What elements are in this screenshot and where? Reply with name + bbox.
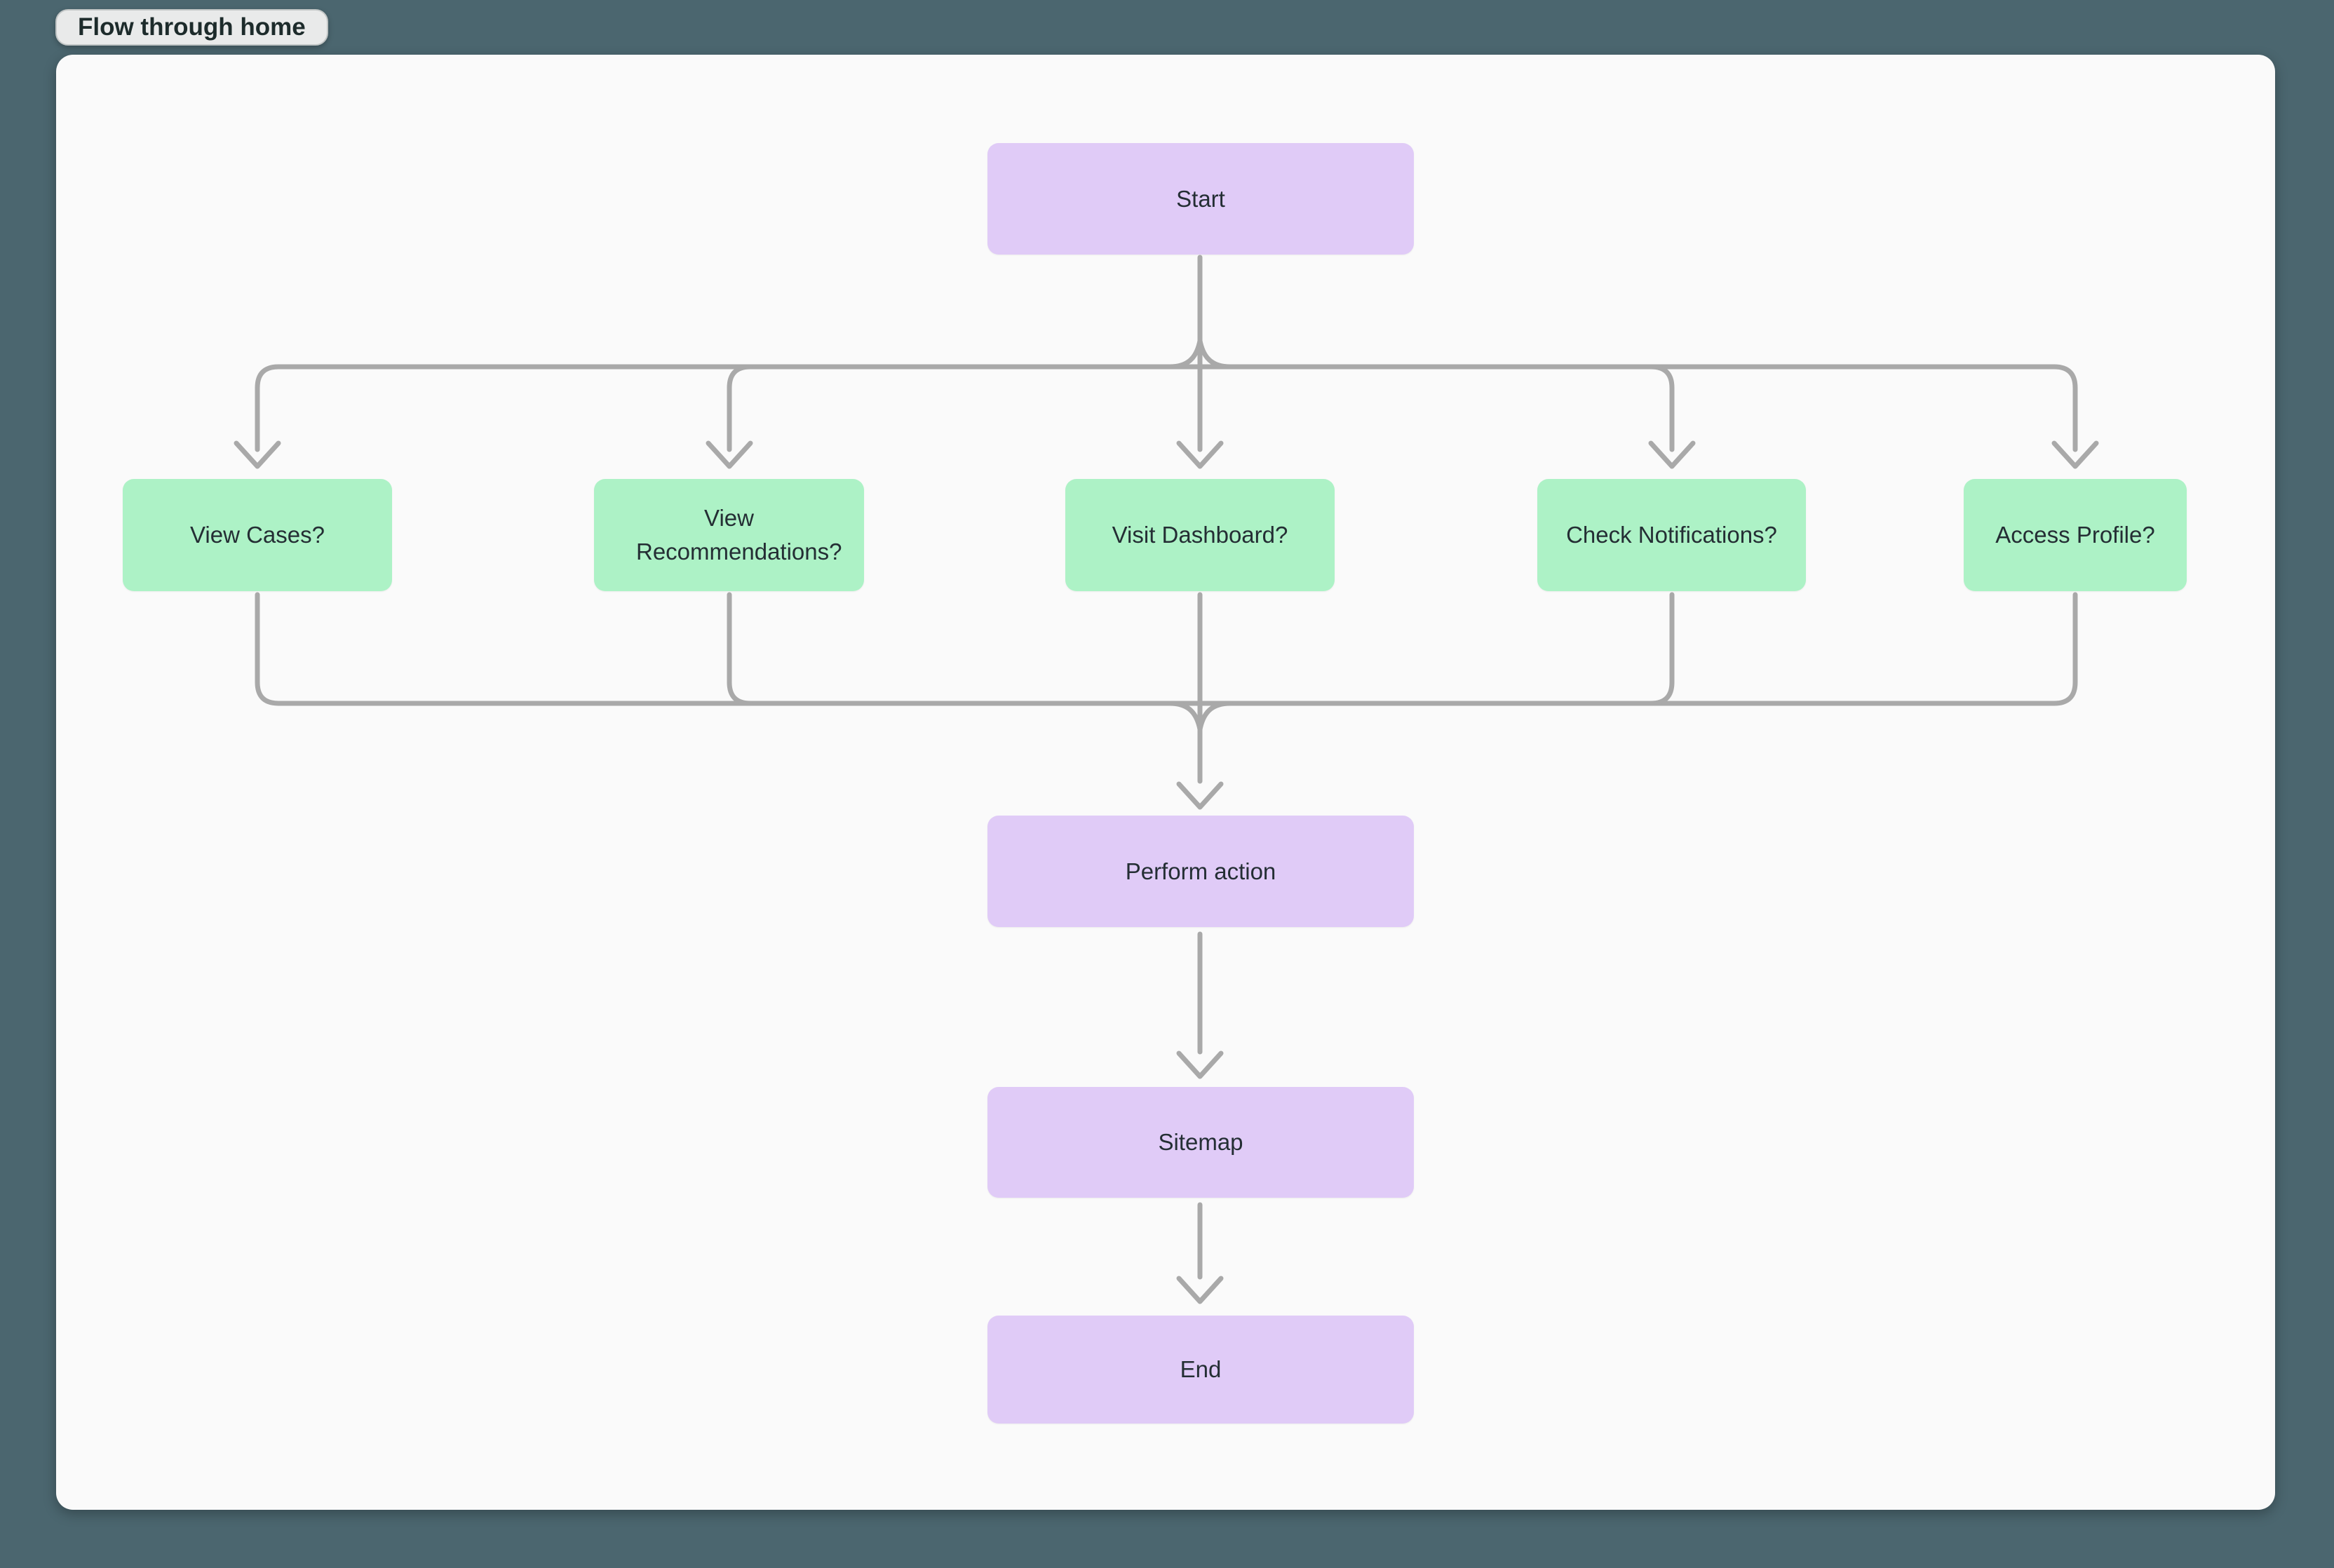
- node-view-recommendations-label: View Recommendations?: [636, 505, 842, 565]
- node-check-notifications: Check Notifications?: [1537, 479, 1806, 591]
- node-end-label: End: [1180, 1356, 1222, 1383]
- node-visit-dashboard-label: Visit Dashboard?: [1112, 522, 1288, 548]
- node-end: End: [987, 1316, 1414, 1424]
- node-perform-action-label: Perform action: [1125, 858, 1276, 884]
- node-check-notifications-label: Check Notifications?: [1566, 522, 1777, 548]
- node-access-profile: Access Profile?: [1964, 479, 2187, 591]
- node-view-cases-label: View Cases?: [190, 522, 325, 548]
- node-view-cases: View Cases?: [123, 479, 392, 591]
- node-access-profile-label: Access Profile?: [1995, 522, 2155, 548]
- node-perform-action: Perform action: [987, 816, 1414, 927]
- node-start-label: Start: [1176, 185, 1225, 212]
- node-sitemap-label: Sitemap: [1158, 1129, 1243, 1156]
- node-start: Start: [987, 143, 1414, 255]
- node-visit-dashboard: Visit Dashboard?: [1065, 479, 1335, 591]
- diagram-canvas: [56, 55, 2275, 1510]
- flow-title-button[interactable]: Flow through home: [55, 9, 328, 46]
- node-sitemap: Sitemap: [987, 1087, 1414, 1198]
- node-view-recommendations: View Recommendations?: [594, 479, 864, 591]
